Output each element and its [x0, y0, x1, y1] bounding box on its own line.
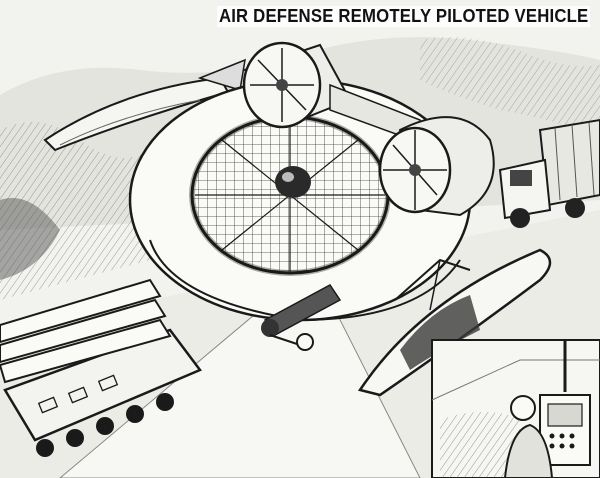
rear-missile [43, 58, 246, 152]
vtol-drone [128, 78, 472, 322]
launcher-vehicle [0, 278, 202, 457]
illustration-title: AIR DEFENSE REMOTELY PILOTED VEHICLE [216, 6, 590, 27]
gun-barrel [261, 284, 342, 351]
operator-console [431, 339, 600, 478]
truck [498, 118, 600, 228]
side-fan [378, 116, 495, 217]
